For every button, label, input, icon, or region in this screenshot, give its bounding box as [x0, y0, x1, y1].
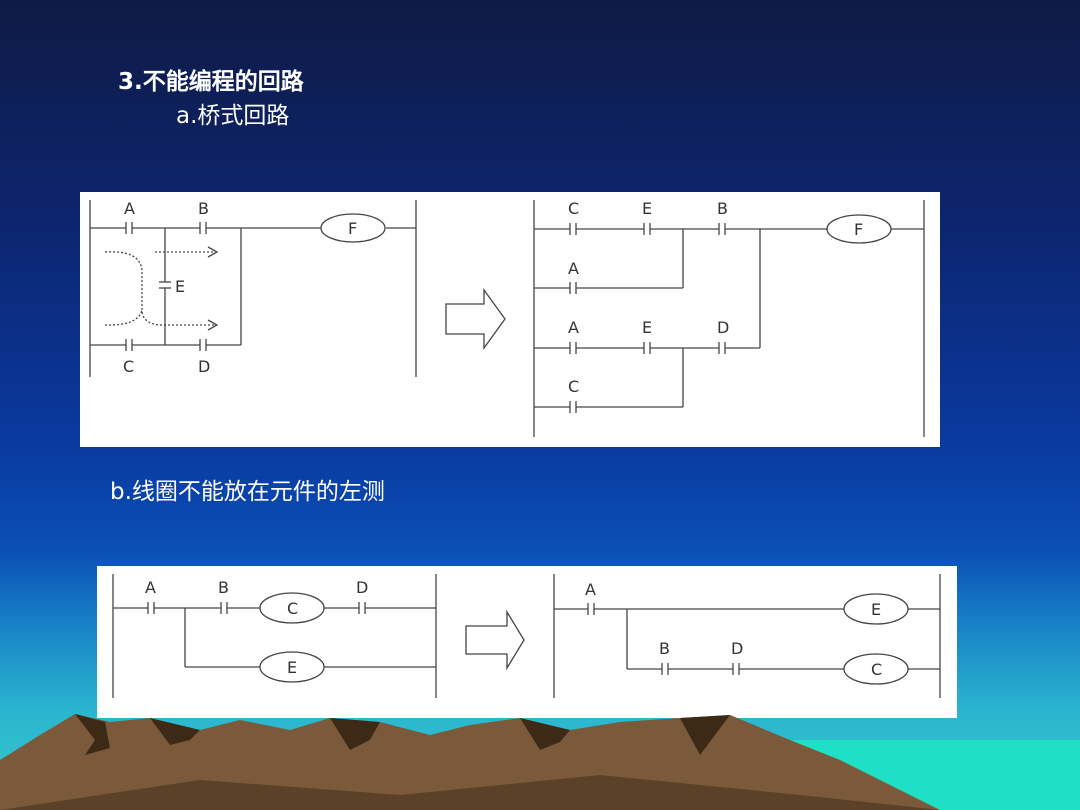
label2-right-D: D — [731, 639, 743, 658]
label-left-E: E — [175, 277, 185, 296]
label-left-A: A — [124, 199, 135, 218]
coil2-left-C: C — [287, 599, 298, 618]
coil2-right-C: C — [871, 660, 882, 679]
coil-placement-diagram: A B D C E A B D E C — [97, 566, 957, 718]
subtitle-coil-left: b.线圈不能放在元件的左测 — [110, 479, 385, 505]
mountain-decoration — [0, 714, 1080, 810]
label-right-r2-A: A — [568, 318, 579, 337]
label-right-r1-C: C — [568, 199, 579, 218]
bridge-circuit-svg: A B C D E F C E B A A E D C F — [89, 199, 925, 437]
label-left-B: B — [198, 199, 209, 218]
coil-left-F: F — [348, 219, 357, 238]
coil-right-F: F — [854, 220, 863, 239]
subtitle-bridge-circuit: a.桥式回路 — [176, 103, 290, 129]
label-right-r2-E: E — [642, 318, 652, 337]
label2-left-B: B — [218, 578, 229, 597]
label-right-r1-B: B — [717, 199, 728, 218]
bridge-circuit-diagram: A B C D E F C E B A A E D C F — [80, 192, 940, 447]
label-left-D: D — [198, 357, 210, 376]
label2-right-A: A — [585, 580, 596, 599]
label-right-r2-D: D — [717, 318, 729, 337]
slide-title: 3.不能编程的回路 — [118, 69, 304, 95]
label2-left-A: A — [145, 578, 156, 597]
label-right-r1-A: A — [568, 259, 579, 278]
coil-placement-svg: A B D C E A B D E C — [112, 574, 941, 698]
label-left-C: C — [123, 357, 134, 376]
coil2-left-E: E — [287, 658, 297, 677]
label-right-r1-E: E — [642, 199, 652, 218]
label2-left-D: D — [356, 578, 368, 597]
label-right-r2-C: C — [568, 377, 579, 396]
coil2-right-E: E — [871, 600, 881, 619]
label2-right-B: B — [659, 639, 670, 658]
